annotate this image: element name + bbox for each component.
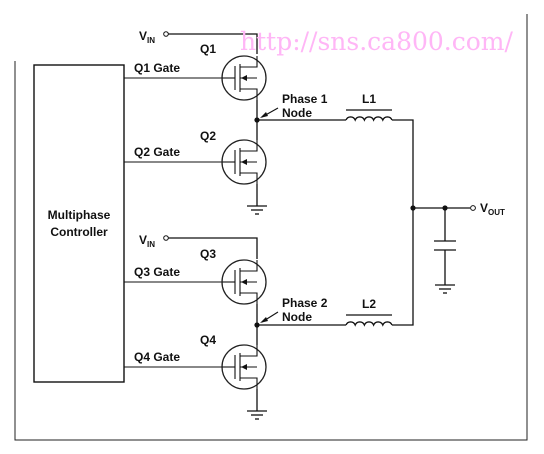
vin-bottom-terminal: [163, 235, 169, 241]
phase2-label-line1: Phase 2: [282, 296, 328, 310]
phase1-label-line1: Phase 1: [282, 92, 328, 106]
ground-q2-icon: [247, 205, 267, 215]
ground-cout-icon: [435, 284, 455, 294]
q3-label: Q3: [200, 247, 216, 261]
phase2-label-line2: Node: [282, 310, 312, 324]
q2-label: Q2: [200, 129, 216, 143]
vin-top-wire: [168, 33, 258, 54]
vout-label: VOUT: [480, 201, 505, 217]
diagram-frame: [14, 14, 528, 441]
output-capacitor: [434, 208, 456, 285]
inductor-l1: [345, 109, 393, 122]
q1-gate-label: Q1 Gate: [134, 61, 180, 75]
q1-label: Q1: [200, 42, 216, 56]
vin-bottom-label: VIN: [139, 233, 155, 249]
q2-gate-label: Q2 Gate: [134, 145, 180, 159]
vin-top-label: VIN: [139, 29, 155, 45]
mosfet-q4: [221, 344, 267, 390]
phase2-arrowhead: [260, 317, 268, 323]
phase1-arrowhead: [260, 112, 268, 118]
vin-bottom-wire: [168, 237, 258, 259]
mosfet-q1: [221, 55, 267, 101]
l1-label: L1: [362, 92, 376, 106]
phase1-label-line2: Node: [282, 106, 312, 120]
l2-label: L2: [362, 297, 376, 311]
controller-block: [33, 64, 125, 383]
q4-gate-label: Q4 Gate: [134, 350, 180, 364]
watermark-url: http://sns.ca800.com/: [240, 27, 514, 56]
q4-label: Q4: [200, 333, 216, 347]
mosfet-q2: [221, 139, 267, 185]
vin-top-terminal: [163, 31, 169, 37]
inductor-l2: [345, 314, 393, 327]
output-bus-wire: [392, 119, 414, 326]
controller-label-line1: Multiphase: [48, 208, 111, 222]
vout-terminal: [470, 205, 476, 211]
ground-q4-icon: [247, 410, 267, 420]
controller-label-line2: Controller: [50, 225, 108, 239]
q3-gate-label: Q3 Gate: [134, 265, 180, 279]
mosfet-q3: [221, 259, 267, 305]
